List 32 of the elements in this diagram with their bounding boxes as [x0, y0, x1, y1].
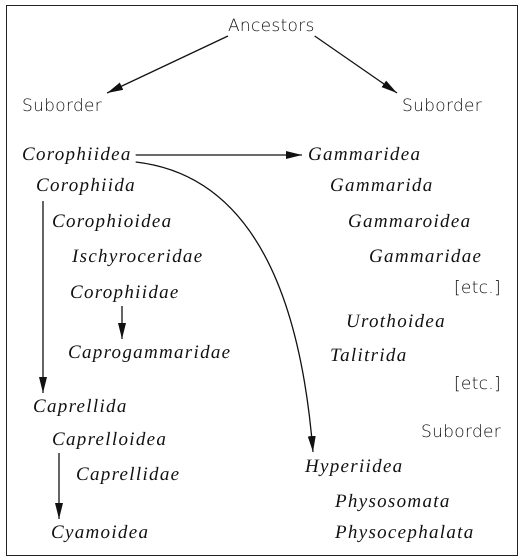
taxon-label: Corophiida	[36, 175, 136, 197]
taxon-label: Cyamoidea	[51, 522, 150, 544]
taxon-label: Physosomata	[335, 491, 451, 513]
taxon-label: Gammaroidea	[348, 211, 472, 233]
taxon-label: Talitrida	[330, 345, 408, 367]
taxon-label: Physocephalata	[335, 522, 475, 544]
etc-note: [etc.]	[454, 277, 501, 299]
taxon-label: Gammaridae	[369, 246, 482, 268]
taxon-label: Caprelloidea	[52, 429, 168, 451]
heading-label: Suborder	[402, 95, 482, 117]
taxon-label: Gammarida	[330, 175, 434, 197]
taxon-label: Corophioidea	[52, 211, 172, 233]
arrow	[118, 306, 126, 339]
taxon-label: Hyperiidea	[305, 456, 404, 478]
heading-label: Ancestors	[228, 15, 315, 37]
taxon-label: Caprogammaridae	[68, 342, 232, 364]
heading-label: Suborder	[22, 95, 102, 117]
taxon-label: Urothoidea	[346, 311, 446, 333]
taxon-label: Caprellidae	[76, 464, 180, 486]
taxon-label: Corophiidae	[70, 282, 180, 304]
heading-label: Suborder	[421, 421, 502, 443]
taxon-label: Ischyroceridae	[72, 246, 204, 268]
arrow	[39, 201, 47, 393]
arrow	[136, 161, 316, 452]
taxon-label: Corophiidea	[22, 144, 132, 166]
arrow	[55, 453, 63, 519]
etc-note: [etc.]	[454, 373, 501, 395]
arrow	[106, 35, 228, 94]
arrow	[136, 151, 302, 159]
arrow	[314, 35, 398, 94]
taxon-label: Gammaridea	[308, 144, 422, 166]
taxon-label: Caprellida	[33, 396, 128, 418]
